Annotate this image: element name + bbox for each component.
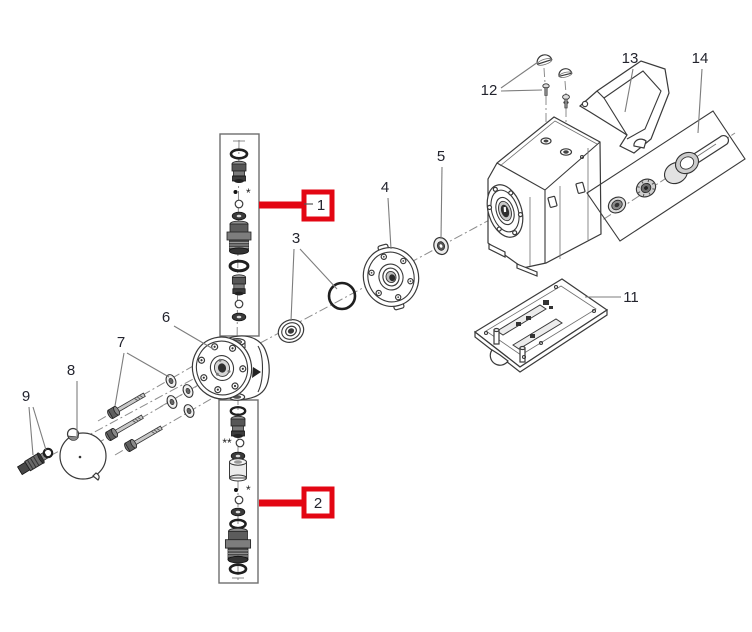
vent-screw-2 (562, 94, 570, 109)
roof-vent-holes (540, 137, 573, 156)
callout-5: 5 (437, 148, 445, 165)
flange-bolt-holes (197, 343, 247, 394)
callout-12: 12 (481, 82, 498, 99)
baseplate-posts (493, 327, 526, 363)
star-marker-1: * (246, 186, 251, 200)
knurled-nut (635, 178, 657, 198)
callout-4: 4 (381, 179, 389, 196)
leader-lines (28, 61, 703, 456)
shaft-washer (433, 236, 449, 256)
cap2-axis (564, 80, 567, 95)
callout-1-box (301, 189, 335, 222)
highlighted-callout-1: 1 (259, 189, 335, 222)
star-marker-2: * (246, 483, 251, 497)
vent-caps-and-screws (536, 54, 573, 109)
callout-1: 1 (317, 197, 325, 214)
callout-6: 6 (162, 309, 170, 326)
shaft-kit-outline (586, 110, 746, 242)
flow-arrow-icon (252, 367, 261, 378)
dome-cap-2 (558, 68, 573, 78)
vent-screw-1 (542, 83, 550, 96)
callout-3: 3 (292, 230, 300, 247)
callout-7: 7 (117, 334, 125, 351)
dot-marker (234, 488, 238, 492)
callout-2: 2 (314, 495, 322, 512)
bleed-valve-fitting (16, 447, 54, 476)
head-flange (362, 243, 420, 311)
rear-cover-bracket (578, 60, 670, 154)
callout-8: 8 (67, 362, 75, 379)
pump-head (191, 335, 270, 401)
callout-14: 14 (692, 50, 709, 67)
seal-bushing (277, 319, 305, 343)
valve-seat-cylinder (229, 458, 247, 482)
end-cap (607, 196, 627, 214)
discharge-valve-assembly-box: * (219, 133, 260, 337)
dot-marker (233, 190, 238, 194)
dome-cap-1 (536, 54, 553, 66)
flange-holes (368, 253, 414, 301)
part-labels: 3 4 5 6 7 8 9 11 12 13 14 (22, 50, 709, 405)
suction-valve-assembly-box: ** * (218, 399, 259, 584)
cap1-axis (543, 67, 546, 84)
head-flange-face (191, 336, 253, 400)
backplate-disc (59, 427, 107, 481)
drive-bearing-flange (486, 184, 524, 238)
shaft-sleeve (663, 151, 700, 185)
callout-9: 9 (22, 388, 30, 405)
main-axis-centerline (19, 209, 509, 473)
double-star-marker: ** (222, 436, 232, 450)
callout-2-box (301, 486, 335, 519)
head-o-ring (327, 281, 357, 311)
callout-13: 13 (622, 50, 639, 67)
callout-11: 11 (623, 289, 639, 306)
highlighted-callout-2: 2 (259, 486, 335, 519)
mounting-baseplate (473, 278, 609, 373)
drive-housing (486, 116, 602, 277)
bleed-o-ring (42, 447, 54, 459)
stroke-shaft-kit (586, 110, 746, 242)
